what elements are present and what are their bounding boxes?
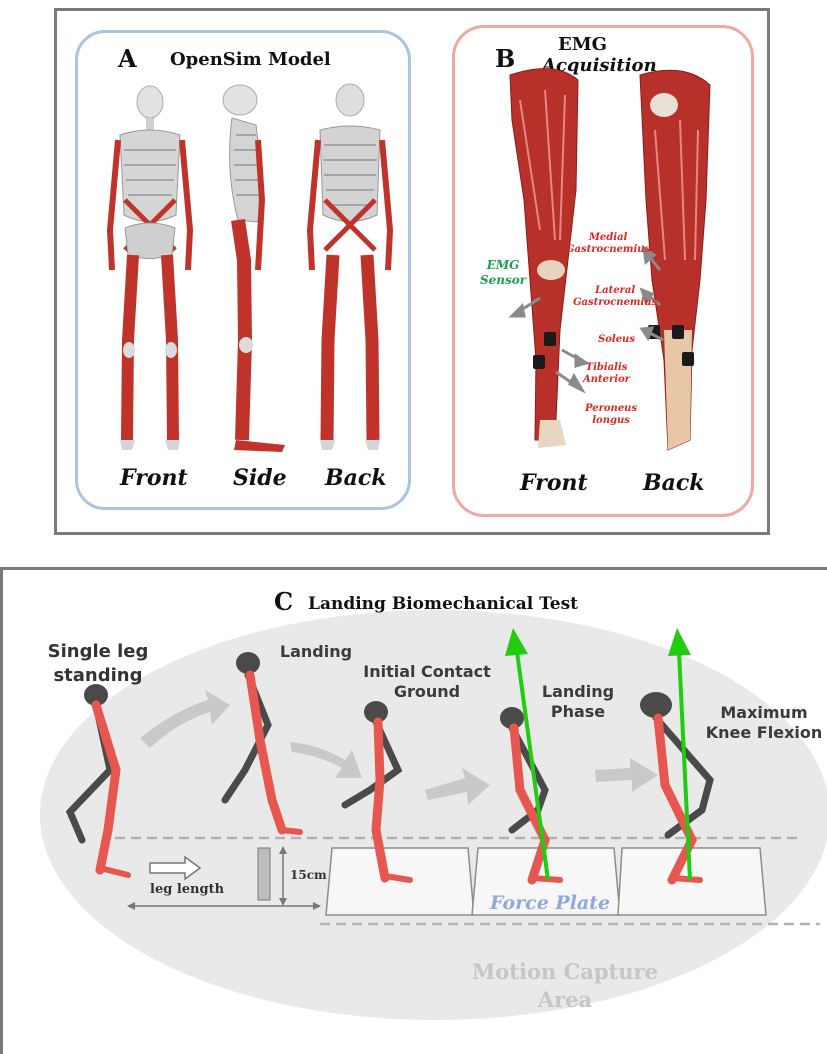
stage-label-landing-phase: Landing Phase [538, 682, 618, 722]
step-block [258, 848, 270, 900]
height-label: 15cm [290, 868, 327, 882]
stage-label-single-leg: Single leg standing [38, 640, 158, 688]
leg-length-label: leg length [150, 882, 224, 897]
stage-label-line1: Maximum [703, 703, 825, 723]
stage-label-line1: Landing [538, 682, 618, 702]
panel-c-title: Landing Biomechanical Test [308, 594, 578, 614]
capture-area-label-line1: Motion Capture [470, 958, 660, 986]
capture-area-label-line2: Area [470, 986, 660, 1014]
stage-label-line1: Initial Contact [362, 662, 492, 682]
stage-label-max-knee-flexion: Maximum Knee Flexion [703, 703, 825, 743]
stage-label-line1: Landing [276, 642, 356, 662]
force-plate-1 [326, 848, 474, 915]
panel-c-letter: C [274, 587, 293, 616]
stage-label-line2: Phase [538, 702, 618, 722]
stage-label-landing: Landing [276, 642, 356, 662]
stage-label-initial-contact: Initial Contact Ground [362, 662, 492, 702]
capture-area-label: Motion Capture Area [470, 958, 660, 1014]
force-plate-label: Force Plate [490, 892, 610, 914]
stage-label-line2: Ground [362, 682, 492, 702]
stage-label-line2: standing [38, 664, 158, 688]
stage-label-line1: Single leg [38, 640, 158, 664]
stage-label-line2: Knee Flexion [703, 723, 825, 743]
